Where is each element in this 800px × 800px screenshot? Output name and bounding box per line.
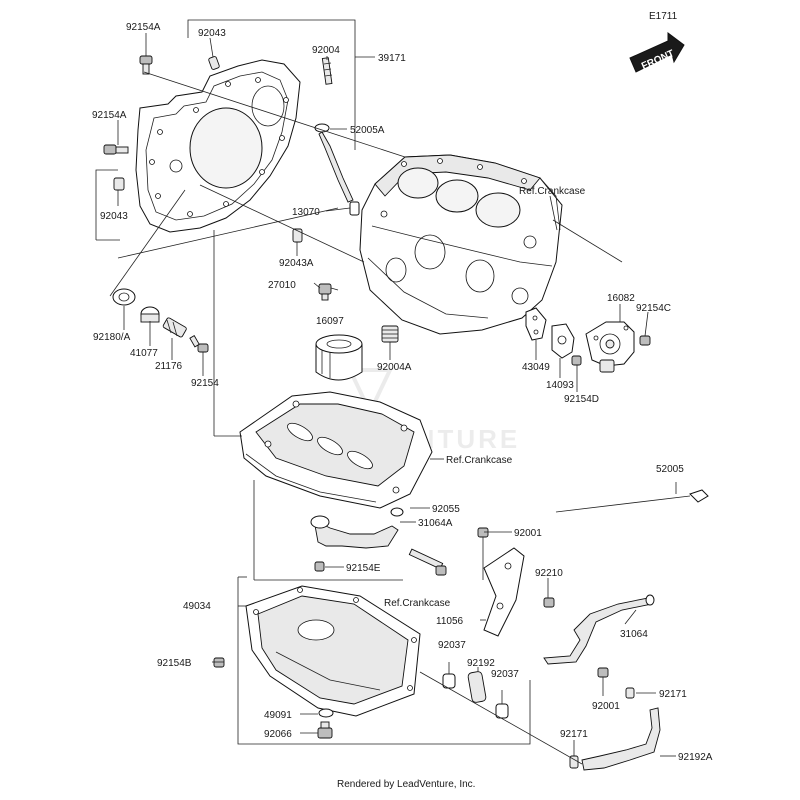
label-ref-crankcase-3: Ref.Crankcase bbox=[384, 598, 451, 609]
filter-fitting bbox=[381, 325, 399, 343]
cylinder-block bbox=[359, 154, 563, 335]
label-13070: 13070 bbox=[292, 207, 320, 218]
drain-plug-92066 bbox=[317, 721, 333, 739]
bolt-92154a-left bbox=[103, 144, 129, 155]
stud-92004 bbox=[321, 57, 333, 85]
label-52005A: 52005A bbox=[350, 125, 385, 136]
label-ref-crankcase-1: Ref.Crankcase bbox=[519, 186, 586, 197]
lower-crankcase bbox=[239, 391, 433, 509]
label-92001-top: 92001 bbox=[514, 528, 542, 539]
sensor-21176 bbox=[162, 317, 187, 338]
label-16082: 16082 bbox=[607, 293, 635, 304]
label-ref-crankcase-2: Ref.Crankcase bbox=[446, 455, 513, 466]
label-92154A-top: 92154A bbox=[126, 22, 161, 33]
nut-92001-top bbox=[477, 527, 489, 538]
bolt-92154b bbox=[213, 657, 225, 668]
dipstick-52005 bbox=[555, 489, 709, 513]
label-39171: 39171 bbox=[378, 53, 406, 64]
label-92043-left: 92043 bbox=[100, 211, 128, 222]
nut-92210 bbox=[543, 597, 555, 608]
gear-case-cover bbox=[135, 59, 301, 233]
part-labels: 92154A 92043 92004 39171 92154A 52005A 9… bbox=[92, 22, 713, 763]
bolt-92154c bbox=[639, 335, 651, 346]
label-92066: 92066 bbox=[264, 729, 292, 740]
diagram-code: E1711 bbox=[649, 11, 678, 22]
strainer-31064a bbox=[310, 515, 399, 549]
label-92171-bottom: 92171 bbox=[560, 729, 588, 740]
nut-92001-bottom bbox=[597, 667, 609, 678]
gasket-43049 bbox=[525, 307, 547, 341]
label-92154C: 92154C bbox=[636, 303, 671, 314]
bracket-11056 bbox=[483, 547, 525, 637]
label-31064: 31064 bbox=[620, 629, 648, 640]
hose-92192a bbox=[581, 707, 661, 771]
label-92004A: 92004A bbox=[377, 362, 412, 373]
oil-pump-16082 bbox=[585, 321, 635, 373]
bolt-92154 bbox=[189, 335, 209, 353]
oil-pressure-switch bbox=[318, 283, 339, 301]
label-49091: 49091 bbox=[264, 710, 292, 721]
label-92037-a: 92037 bbox=[438, 640, 466, 651]
plug-92171-right bbox=[625, 687, 635, 699]
label-92192: 92192 bbox=[467, 658, 495, 669]
label-49034: 49034 bbox=[183, 601, 211, 612]
label-92004: 92004 bbox=[312, 45, 340, 56]
washer-49091 bbox=[318, 708, 334, 718]
oil-pan bbox=[245, 585, 421, 717]
bolt-92154d bbox=[571, 355, 582, 366]
label-92043-top: 92043 bbox=[198, 28, 226, 39]
label-92154: 92154 bbox=[191, 378, 219, 389]
oil-filter bbox=[315, 334, 363, 381]
label-92171-right: 92171 bbox=[659, 689, 687, 700]
label-92154E: 92154E bbox=[346, 563, 381, 574]
label-92055: 92055 bbox=[432, 504, 460, 515]
leader-lines bbox=[109, 33, 677, 765]
footer-credit: Rendered by LeadVenture, Inc. bbox=[337, 779, 475, 790]
label-92154B: 92154B bbox=[157, 658, 192, 669]
hose-92192 bbox=[467, 671, 487, 703]
group-bracket-lines bbox=[95, 19, 531, 745]
seal-41077 bbox=[140, 306, 160, 323]
stud-ref-crankcase bbox=[408, 548, 447, 576]
label-14093: 14093 bbox=[546, 380, 574, 391]
gasket-14093 bbox=[551, 323, 575, 359]
oring-92055 bbox=[390, 507, 404, 517]
label-21176: 21176 bbox=[155, 361, 183, 372]
label-92037-b: 92037 bbox=[491, 669, 519, 680]
label-92043A: 92043A bbox=[279, 258, 314, 269]
pipe-31064 bbox=[543, 594, 655, 665]
oring-13070 bbox=[349, 201, 360, 216]
label-27010: 27010 bbox=[268, 280, 296, 291]
label-16097: 16097 bbox=[316, 316, 344, 327]
label-92154A-left: 92154A bbox=[92, 110, 127, 121]
label-92192A: 92192A bbox=[678, 752, 713, 763]
label-92001-bottom: 92001 bbox=[592, 701, 620, 712]
label-43049: 43049 bbox=[522, 362, 550, 373]
dowel-92043-left bbox=[113, 177, 125, 191]
dowel-92043-top bbox=[208, 56, 220, 70]
label-92210: 92210 bbox=[535, 568, 563, 579]
label-92180A: 92180/A bbox=[93, 332, 131, 343]
label-31064A: 31064A bbox=[418, 518, 453, 529]
dipstick-52005a bbox=[314, 123, 354, 203]
oil-seal-92180a bbox=[112, 288, 136, 306]
front-arrow-icon: FRONT bbox=[629, 32, 685, 73]
label-11056: 11056 bbox=[436, 616, 464, 627]
label-41077: 41077 bbox=[130, 348, 158, 359]
bolt-92154e bbox=[314, 561, 325, 572]
bolt-92154a-top bbox=[139, 55, 153, 75]
label-92154D: 92154D bbox=[564, 394, 599, 405]
label-52005: 52005 bbox=[656, 464, 684, 475]
